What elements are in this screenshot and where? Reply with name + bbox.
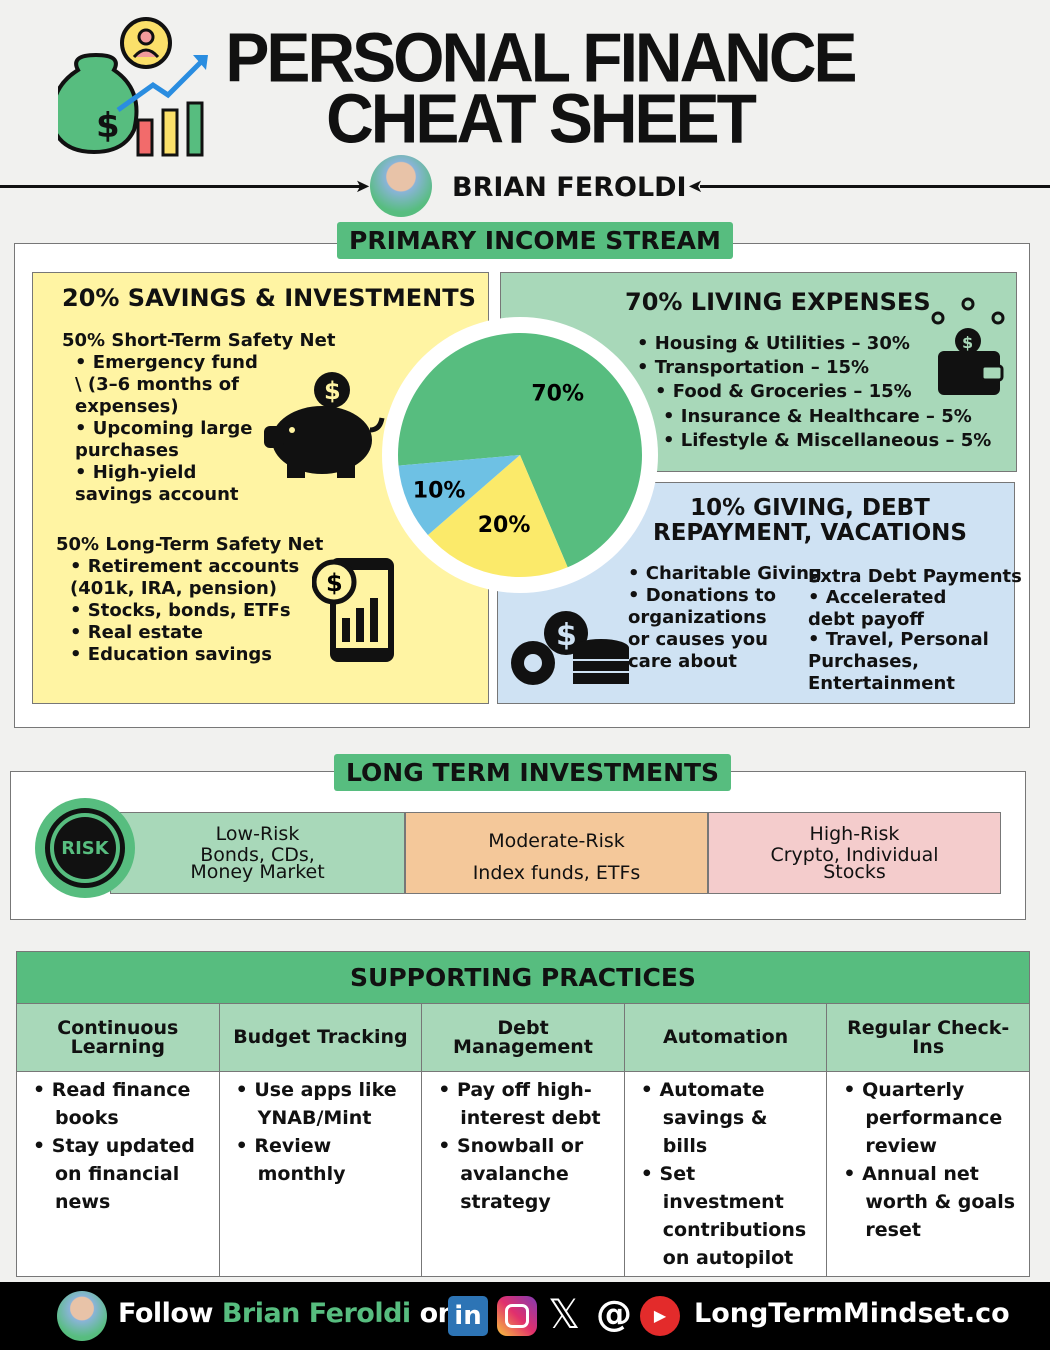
page-title: PERSONAL FINANCE CHEAT SHEET [225, 18, 857, 158]
list-item: • Retirement accounts (401k, IRA, pensio… [70, 556, 300, 599]
pie-slice [427, 455, 568, 577]
list-item: • Snowball or avalanche strategy [438, 1135, 584, 1213]
practice-items: • Use apps like YNAB/Mint • Review monthl… [218, 1071, 423, 1277]
practices-table: SUPPORTING PRACTICES Continuous Learning… [16, 951, 1030, 1277]
website-link[interactable]: LongTermMindset.co [694, 1298, 1010, 1329]
list-item: • Emergency fund \ (3–6 months of expens… [75, 352, 258, 417]
living-item: • Lifestyle & Miscellaneous – 5% [663, 430, 992, 451]
giving-item: • Accelerated debt payoff [808, 587, 947, 630]
list-item: • Use apps like YNAB/Mint [235, 1079, 397, 1129]
tier-desc: Bonds, CDs, Money Market [190, 844, 325, 883]
list-item: • Review monthly [235, 1135, 346, 1185]
short-term-title: 50% Short-Term Safety Net [62, 330, 336, 351]
practice-header: Automation [623, 1003, 828, 1072]
investments-label: LONG TERM INVESTMENTS [334, 754, 732, 791]
title-line-2: CHEAT SHEET [326, 79, 757, 158]
tier-desc: Index funds, ETFs [472, 862, 641, 884]
footer-bar: Follow Brian Feroldi on in 𝕏 @ ▶ LongTer… [0, 1282, 1050, 1350]
living-item: • Housing & Utilities – 30% [637, 333, 910, 354]
short-term-list: • Emergency fund \ (3–6 months of expens… [75, 352, 270, 506]
pie-label: 70% [531, 381, 584, 406]
linkedin-icon[interactable]: in [448, 1296, 488, 1336]
gear-coins-icon: $ [506, 608, 631, 694]
list-item: • Pay off high-interest debt [438, 1079, 601, 1129]
x-icon[interactable]: 𝕏 [548, 1292, 581, 1338]
living-item: • Insurance & Healthcare – 5% [663, 406, 972, 427]
giving-item: • Travel, Personal Purchases, Entertainm… [808, 629, 989, 694]
list-item: • Real estate [70, 622, 203, 643]
title-line-1: PERSONAL FINANCE [225, 18, 857, 97]
wallet-icon: $ [928, 296, 1008, 402]
income-pie-chart: 70% 20% 10% [382, 317, 658, 593]
primary-income-label: PRIMARY INCOME STREAM [337, 222, 733, 259]
list-item: • Education savings [70, 644, 272, 665]
footer-avatar [57, 1291, 107, 1341]
mobile-investment-icon: $ [311, 556, 397, 668]
list-item: • Annual net worth & goals reset [843, 1163, 1016, 1241]
practice-items: • Pay off high-interest debt • Snowball o… [421, 1071, 625, 1277]
pie-slice [398, 455, 520, 536]
list-item: • Read finance books [33, 1079, 191, 1129]
practice-items: • Automate savings & bills• Set investme… [623, 1071, 828, 1277]
giving-item: • Charitable Giving [628, 563, 822, 584]
list-item: • Set investment contributions on autopi… [640, 1163, 807, 1269]
pie-slice [398, 332, 642, 568]
long-term-title: 50% Long-Term Safety Net [56, 534, 324, 555]
svg-text:$: $ [324, 377, 341, 405]
practice-header: Debt Management [421, 1003, 625, 1072]
list-item: • Stocks, bonds, ETFs [70, 600, 291, 621]
tier-name: Low-Risk [215, 823, 300, 845]
instagram-icon[interactable] [497, 1296, 537, 1336]
practice-header: Regular Check-Ins [826, 1003, 1030, 1072]
giving-item: • Donations to organizations or causes y… [628, 585, 776, 672]
pie-label: 20% [478, 513, 531, 538]
giving-title: 10% GIVING, DEBT REPAYMENT, VACATIONS [653, 495, 967, 546]
right-arrow-line [700, 185, 1050, 188]
list-item: • Automate savings & bills [640, 1079, 768, 1157]
practice-header: Budget Tracking [218, 1003, 423, 1072]
practice-header: Continuous Learning [16, 1003, 220, 1072]
practice-items: • Quarterly performance review• Annual n… [826, 1071, 1030, 1277]
living-item: • Food & Groceries – 15% [655, 381, 912, 402]
follow-text: Follow Brian Feroldi on [118, 1298, 457, 1329]
threads-icon[interactable]: @ [596, 1294, 632, 1335]
logo-icon: $ [50, 15, 213, 160]
list-item: • Upcoming large purchases [75, 418, 253, 461]
practice-items: • Read finance books • Stay updated on fi… [16, 1071, 220, 1277]
list-item: • Stay updated on financial news [33, 1135, 195, 1213]
svg-text:$: $ [96, 106, 120, 146]
living-item: • Transportation – 15% [637, 357, 870, 378]
tier-desc: Crypto, Individual Stocks [770, 844, 939, 883]
svg-text:$: $ [326, 569, 343, 597]
svg-text:$: $ [962, 333, 973, 352]
left-arrow-line [0, 185, 365, 188]
youtube-icon[interactable]: ▶ [640, 1296, 680, 1336]
living-expenses-title: 70% LIVING EXPENSES [625, 288, 931, 316]
list-item: • High-yield savings account [75, 462, 239, 505]
piggy-bank-icon: $ [262, 370, 387, 484]
author-name: BRIAN FEROLDI [452, 172, 687, 203]
risk-gauge-icon: RISK [35, 798, 135, 898]
arrow-right-icon: ➤ [355, 176, 371, 197]
tier-name: Moderate-Risk [488, 830, 625, 852]
list-item: • Quarterly performance review [843, 1079, 1003, 1157]
savings-title: 20% SAVINGS & INVESTMENTS [62, 284, 476, 312]
debt-payments-title: Extra Debt Payments [808, 566, 1022, 587]
svg-text:$: $ [556, 618, 577, 653]
long-term-list: • Retirement accounts (401k, IRA, pensio… [70, 556, 300, 666]
pie-label: 10% [413, 478, 466, 503]
practices-title: SUPPORTING PRACTICES [16, 951, 1030, 1004]
footer-author-link[interactable]: Brian Feroldi [221, 1298, 411, 1329]
risk-badge: RISK [54, 817, 116, 879]
tier-name: High-Risk [809, 823, 900, 845]
author-avatar [370, 155, 432, 217]
